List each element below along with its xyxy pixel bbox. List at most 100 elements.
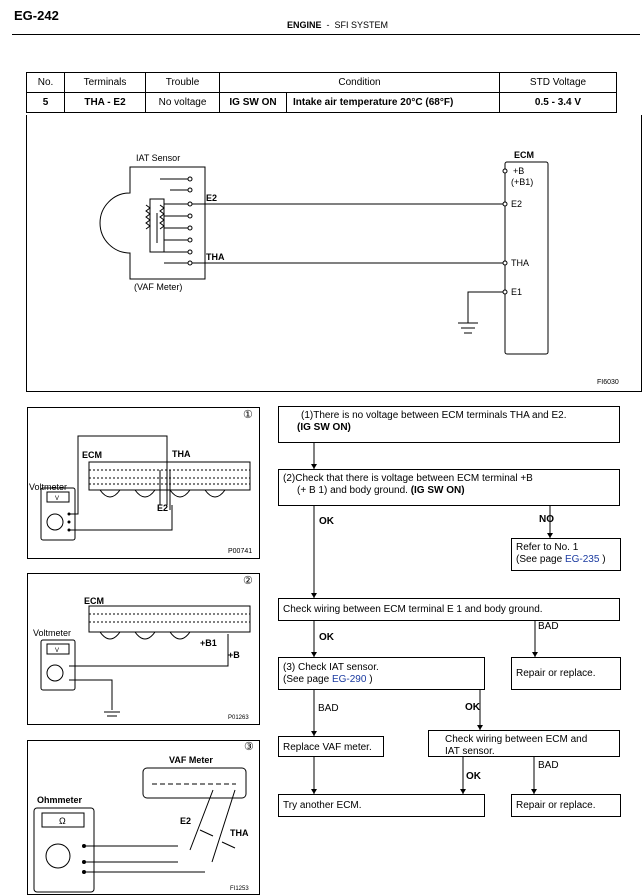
cell-terminals: THA - E2: [64, 92, 146, 113]
ecm-tha-label: THA: [511, 258, 529, 268]
step-1-box: (1)There is no voltage between ECM termi…: [278, 406, 620, 443]
signal-wires: [190, 203, 505, 264]
fig2-b-label: +B: [228, 650, 240, 660]
label-ok-4: OK: [466, 771, 481, 782]
vaf-meter-label: (VAF Meter): [134, 282, 182, 292]
iat-sensor-label: IAT Sensor: [136, 153, 180, 163]
ecm-b-label: +B: [513, 166, 524, 176]
figure-2: [27, 573, 260, 725]
title-separator: -: [326, 20, 330, 30]
ecm-e1-label: E1: [511, 287, 522, 297]
step-1-text: (1)There is no voltage between ECM termi…: [301, 410, 567, 421]
step-1-condition: (IG SW ON): [297, 422, 351, 433]
fig3-e2-label: E2: [180, 816, 191, 826]
refer-box: Refer to No. 1 (See page EG-235 ): [511, 538, 621, 571]
fig1-e2-label: E2: [157, 503, 168, 513]
resistor-right: [159, 204, 165, 230]
step-4-page-pre: (See page: [283, 674, 330, 685]
refer-page-post: ): [602, 554, 606, 565]
fig1-voltmeter-label: Voltmeter: [29, 482, 67, 492]
ohmmeter: [33, 807, 95, 893]
harness-2: [99, 631, 191, 640]
fig3-tha-label: THA: [230, 828, 249, 838]
link-eg-235[interactable]: EG-235: [564, 554, 600, 565]
fig2-b1-label: +B1: [200, 638, 217, 648]
step-4-page-post: ): [369, 674, 373, 685]
refer-page-pre: (See page: [516, 554, 563, 565]
meter-leads-2: [69, 634, 229, 710]
step-4-text: (3) Check IAT sensor.: [283, 662, 379, 673]
refer-page: (See page EG-235 ): [516, 554, 616, 566]
label-bad-2: BAD: [318, 703, 339, 714]
fig2-meter-face: V: [55, 648, 59, 654]
meter-leads-1: [69, 435, 173, 531]
section-name: ENGINE: [287, 20, 322, 30]
ecm-e2-label: E2: [511, 199, 522, 209]
section-title: ENGINE - SFI SYSTEM: [287, 20, 388, 30]
label-ok-1: OK: [319, 516, 334, 527]
fig2-id: P01263: [228, 715, 249, 721]
fig3-meter-face: Ω: [59, 816, 66, 826]
fig1-ecm-label: ECM: [82, 450, 102, 460]
fig3-id: FI1253: [230, 886, 249, 892]
step-5-text: Check wiring between ECM and: [445, 734, 588, 745]
try-ecm-box: Try another ECM.: [278, 794, 485, 817]
step-2-box: (2)Check that there is voltage between E…: [278, 469, 620, 506]
resistor-left: [145, 204, 151, 230]
step-2-condition: (IG SW ON): [410, 485, 465, 496]
page-number: EG-242: [14, 8, 59, 23]
sensor-pins: [160, 178, 190, 264]
step-3-text: Check wiring between ECM terminal E 1 an…: [283, 604, 543, 615]
label-bad-3: BAD: [538, 760, 559, 771]
voltmeter-2: [40, 639, 76, 691]
ecm-connector-2: [88, 605, 251, 633]
header-rule: [12, 34, 640, 35]
iat-sensor-housing: [99, 166, 206, 280]
fig2-voltmeter-label: Voltmeter: [33, 628, 71, 638]
circuit-fig-id: FI6030: [597, 379, 619, 386]
vaf-connector: [142, 767, 247, 799]
probe-pair: [189, 789, 236, 863]
fig3-number: ③: [244, 741, 254, 753]
step-5-box: Check wiring between ECM and IAT sensor.: [428, 730, 620, 757]
fig1-id: P00741: [228, 548, 252, 555]
label-bad-1: BAD: [538, 621, 559, 632]
label-ok-3: OK: [465, 702, 480, 713]
repair-text-2: Repair or replace.: [516, 800, 596, 811]
step-4-box: (3) Check IAT sensor. (See page EG-290 ): [278, 657, 485, 690]
fig2-ecm-label: ECM: [84, 596, 104, 606]
meter-leads-3: [84, 845, 205, 873]
fig1-tha-label: THA: [172, 449, 191, 459]
step-3-box: Check wiring between ECM terminal E 1 an…: [278, 598, 620, 621]
subsection-name: SFI SYSTEM: [334, 20, 389, 30]
refer-text: Refer to No. 1: [516, 542, 579, 553]
repair-text-1: Repair or replace.: [516, 668, 596, 679]
ground-symbol: [458, 291, 505, 334]
fig3-vaf-label: VAF Meter: [169, 755, 213, 765]
sensor-tha-label: THA: [206, 252, 225, 262]
link-eg-290[interactable]: EG-290: [331, 674, 367, 685]
fig2-number: ②: [243, 575, 253, 587]
step-2-line2-text: (+ B 1) and body ground.: [297, 485, 408, 496]
step-4-page: (See page EG-290 ): [283, 674, 480, 686]
cell-voltage: 0.5 - 3.4 V: [499, 92, 617, 113]
step-5-text-2: IAT sensor.: [445, 746, 495, 757]
label-ok-2: OK: [319, 632, 334, 643]
step-2-text: (2)Check that there is voltage between E…: [283, 473, 533, 484]
ecm-box: [504, 161, 549, 355]
ecm-b1-label: (+B1): [511, 177, 533, 187]
repair-box-2: Repair or replace.: [511, 794, 621, 817]
sensor-e2-label: E2: [206, 193, 217, 203]
circuit-diagram-frame: [26, 115, 642, 392]
harness-1: [99, 489, 226, 498]
fig1-meter-face: V: [55, 496, 59, 502]
fig3-ohmmeter-label: Ohmmeter: [37, 795, 83, 805]
try-ecm-text: Try another ECM.: [283, 800, 362, 811]
repair-box-1: Repair or replace.: [511, 657, 621, 690]
spec-table: No. Terminals Trouble Condition STD Volt…: [26, 72, 617, 113]
replace-vaf-box: Replace VAF meter.: [278, 736, 384, 757]
